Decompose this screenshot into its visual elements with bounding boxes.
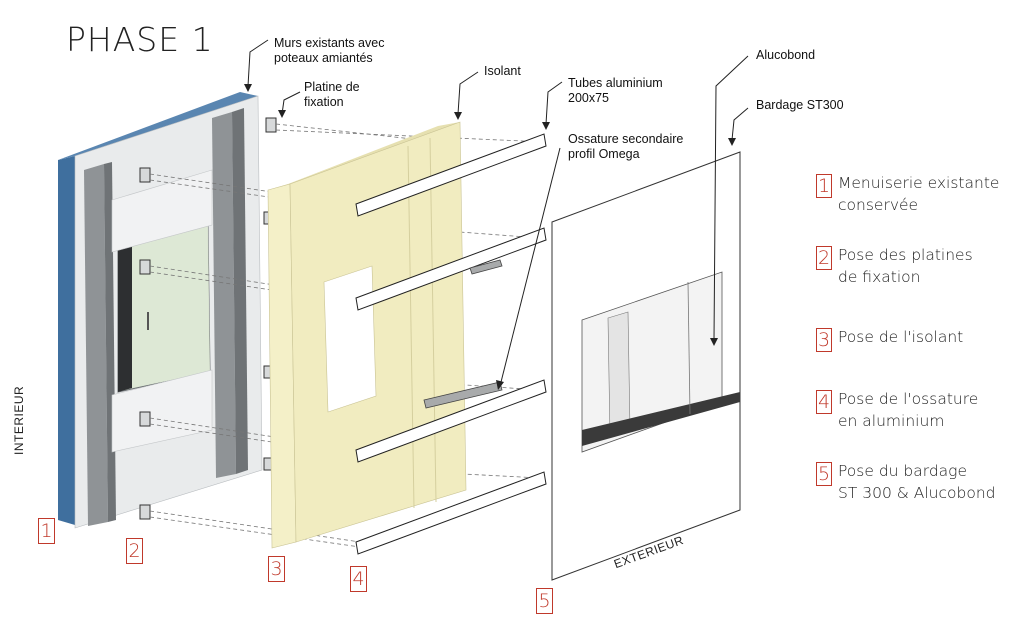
legend-text: Pose de l'ossature en aluminium <box>838 390 979 430</box>
legend-text: Menuiserie existante conservée <box>838 174 1000 214</box>
step-marker-1: 1 <box>38 518 55 544</box>
legend-number: 4 <box>816 390 832 414</box>
column-mid-side <box>232 108 248 474</box>
step-marker-3: 3 <box>268 556 285 582</box>
existing-wall-layer <box>58 92 263 529</box>
step-marker-2: 2 <box>126 538 143 564</box>
leader-lines <box>244 39 749 390</box>
insulation-opening <box>323 265 377 413</box>
aluminium-frame-layer <box>355 133 547 555</box>
callout-omega-profile: Ossature secondaire profil Omega <box>568 132 684 161</box>
fixation-plate <box>139 411 151 427</box>
page-title: PHASE 1 <box>66 20 214 59</box>
aluminium-tube <box>355 471 547 555</box>
legend-item-4: 4 Pose de l'ossature en aluminium <box>816 388 978 432</box>
callout-alucobond: Alucobond <box>756 48 816 62</box>
wall-blue-edge <box>58 156 75 525</box>
omega-profile <box>469 259 503 275</box>
legend-item-2: 2 Pose des platines de fixation <box>816 244 973 288</box>
legend-text: Pose de l'isolant <box>838 328 964 346</box>
fixation-plate <box>139 259 151 275</box>
aluminium-tube <box>355 379 547 463</box>
window-glass <box>132 226 210 388</box>
legend-number: 3 <box>816 328 832 352</box>
beam-top <box>111 169 213 253</box>
legend-text: Pose du bardage ST 300 & Alucobond <box>838 462 996 502</box>
legend-number: 5 <box>816 462 832 486</box>
fixation-plates-layer <box>139 117 277 520</box>
legend-item-5: 5 Pose du bardage ST 300 & Alucobond <box>816 460 995 504</box>
step-marker-4: 4 <box>350 566 367 592</box>
fixation-plate <box>139 167 151 183</box>
alucobond-reveal <box>607 311 631 437</box>
column-mid-front <box>212 112 236 478</box>
legend-number: 2 <box>816 246 832 270</box>
omega-profile <box>423 381 503 409</box>
callout-aluminium-tubes: Tubes aluminium 200x75 <box>568 76 663 105</box>
callout-bardage: Bardage ST300 <box>756 98 844 112</box>
callout-existing-walls: Murs existants avec poteaux amiantés <box>274 36 385 65</box>
legend-item-3: 3 Pose de l'isolant <box>816 326 963 352</box>
callout-insulation: Isolant <box>484 64 521 78</box>
beam-bottom <box>111 369 213 453</box>
column-left-front <box>84 164 108 526</box>
window-frame <box>118 246 132 392</box>
aluminium-tube <box>355 227 547 311</box>
step-marker-5: 5 <box>536 588 553 614</box>
cladding-layer <box>551 151 741 581</box>
fixation-plate <box>265 117 277 133</box>
wall-blue-top <box>58 92 258 160</box>
cladding-sill <box>582 392 740 446</box>
legend-number: 1 <box>816 174 832 198</box>
legend-text: Pose des platines de fixation <box>838 246 973 286</box>
label-interieur: INTERIEUR <box>12 385 26 455</box>
fixation-plate <box>139 504 151 520</box>
callout-fixation-plate: Platine de fixation <box>304 80 360 109</box>
legend-item-1: 1 Menuiserie existante conservée <box>816 172 999 216</box>
aluminium-tube <box>355 133 547 217</box>
